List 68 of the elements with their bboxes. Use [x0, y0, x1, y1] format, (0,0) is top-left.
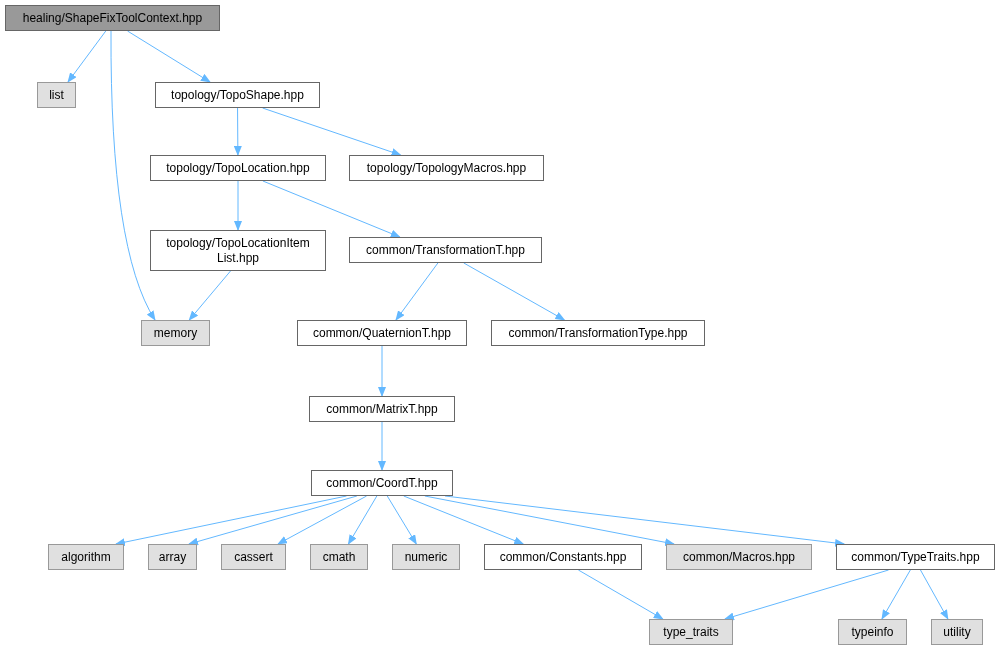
file-box: [5, 5, 220, 31]
file-box: [150, 155, 326, 181]
file-box: [666, 544, 812, 570]
file-box: [931, 619, 983, 645]
file-name: common/CoordT.hpp: [326, 475, 438, 491]
file-name: common/Macros.hpp: [682, 549, 795, 565]
arrow: [724, 569, 890, 621]
file-name: common/MatrixT.hpp: [326, 401, 438, 417]
file-box: [37, 82, 76, 108]
file-box: [155, 82, 320, 108]
file-name: common/TypeTraits.hpp: [851, 549, 980, 565]
file-name: algorithm: [61, 549, 111, 565]
arrow: [403, 495, 525, 545]
arrow: [378, 345, 386, 397]
arrow: [115, 495, 347, 547]
file-name: common/TransformationType.hpp: [508, 325, 688, 341]
file-name: cmath: [322, 549, 356, 565]
file-name: cassert: [234, 549, 273, 565]
arrow: [188, 270, 231, 321]
arrow: [395, 262, 439, 321]
file-box: [148, 544, 197, 570]
file-name: utility: [943, 624, 971, 640]
arrow: [262, 107, 402, 156]
file-name: list: [49, 87, 64, 103]
file-box: [150, 230, 326, 271]
arrow: [67, 30, 107, 83]
arrow: [233, 107, 242, 156]
file-box: [297, 320, 467, 346]
file-box: [838, 619, 907, 645]
arrow: [262, 180, 401, 238]
arrow: [277, 495, 368, 545]
file-name: type_traits: [663, 624, 719, 640]
file-box: [349, 237, 542, 263]
file-name: healing/ShapeFixToolContext.hpp: [22, 10, 203, 26]
arrow: [188, 495, 358, 546]
arrow: [378, 421, 386, 471]
file-box: [310, 544, 368, 570]
file-name: topology/TopoShape.hpp: [171, 87, 304, 103]
file-box: [836, 544, 995, 570]
file-name: common/QuaternionT.hpp: [312, 325, 452, 341]
file-box: [48, 544, 124, 570]
file-box: [392, 544, 460, 570]
file-name: common/Constants.hpp: [499, 549, 627, 565]
file-box: [141, 320, 210, 346]
file-name: typeinfo: [851, 624, 894, 640]
arrow: [127, 30, 211, 83]
file-name: topology/TopologyMacros.hpp: [366, 160, 527, 176]
file-box: [349, 155, 544, 181]
arrow: [234, 180, 242, 231]
file-name: topology/TopoLocationItem List.hpp: [165, 235, 311, 266]
file-box: [309, 396, 455, 422]
file-name: memory: [153, 325, 198, 341]
arrow: [881, 569, 911, 620]
file-box: [221, 544, 286, 570]
arrow: [463, 262, 566, 321]
arrow: [347, 495, 378, 545]
file-name: array: [158, 549, 187, 565]
arrow: [386, 495, 417, 545]
file-box: [649, 619, 733, 645]
arrow: [577, 569, 664, 620]
file-box: [491, 320, 705, 346]
file-name: topology/TopoLocation.hpp: [166, 160, 310, 176]
file-box: [484, 544, 642, 570]
file-name: numeric: [404, 549, 448, 565]
arrow: [110, 30, 156, 321]
arrow: [920, 569, 949, 620]
file-box: [311, 470, 453, 496]
file-name: common/TransformationT.hpp: [366, 242, 525, 258]
